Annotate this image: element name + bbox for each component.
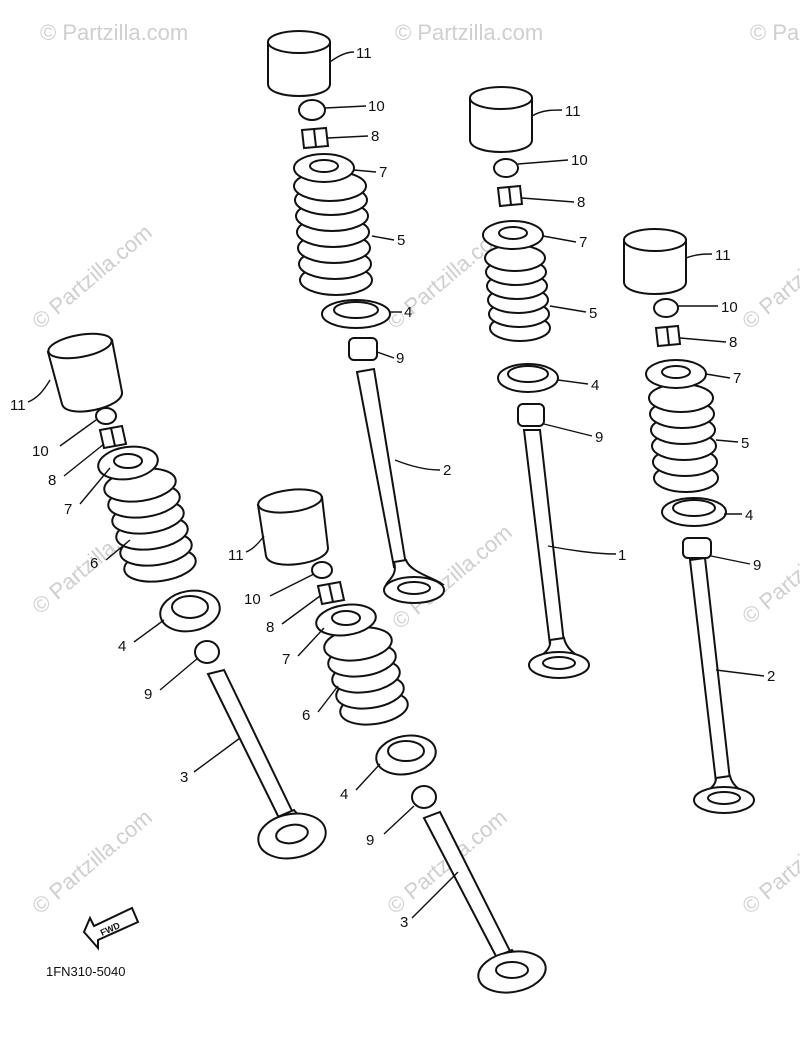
watermark: © Partzilla.com <box>737 804 800 918</box>
spring-retainer <box>293 153 355 183</box>
callout-8: 8 <box>266 619 274 636</box>
callout-4: 4 <box>340 786 348 803</box>
callout-7: 7 <box>64 501 72 518</box>
watermark: © Partzilla.com <box>737 514 800 628</box>
callout-1: 1 <box>618 547 626 564</box>
callout-7: 7 <box>579 234 587 251</box>
callout-8: 8 <box>371 128 379 145</box>
callout-8: 8 <box>729 334 737 351</box>
valve-head-face <box>528 651 590 679</box>
valve-shim <box>95 407 117 425</box>
callout-5: 5 <box>397 232 405 249</box>
callout-4: 4 <box>404 304 412 321</box>
valve-spring <box>293 170 373 296</box>
callout-9: 9 <box>595 429 603 446</box>
valve-stem <box>355 367 408 569</box>
valve-assembly-b <box>469 86 590 679</box>
callout-6: 6 <box>302 707 310 724</box>
callout-11: 11 <box>715 247 731 264</box>
valve-shim <box>493 158 519 178</box>
leader-lines <box>27 51 765 919</box>
valve-assembly-c <box>623 228 755 814</box>
watermark: © Partzilla.com <box>27 219 157 333</box>
valve-stem-seal <box>517 403 545 427</box>
watermark: © Partzilla.com <box>27 804 157 918</box>
callout-7: 7 <box>379 164 387 181</box>
callout-6: 6 <box>90 555 98 572</box>
callout-7: 7 <box>733 370 741 387</box>
valve-assembly-e <box>256 488 547 994</box>
callout-10: 10 <box>244 591 261 608</box>
valve-head-face <box>477 950 547 994</box>
callout-11: 11 <box>10 397 26 414</box>
valve-spring <box>648 383 719 493</box>
callouts: 11 10 8 7 5 4 9 2 11 10 8 7 5 4 9 1 11 1… <box>10 45 775 931</box>
valve-stem <box>522 429 566 647</box>
valve-stem-seal <box>348 337 378 361</box>
callout-9: 9 <box>144 686 152 703</box>
callout-10: 10 <box>32 443 49 460</box>
spring-retainer <box>645 359 707 389</box>
valve-head-face <box>257 812 327 860</box>
callout-4: 4 <box>745 507 753 524</box>
valve-lifter <box>46 332 123 413</box>
spring-retainer <box>482 220 544 250</box>
callout-10: 10 <box>721 299 738 316</box>
valve-lifter <box>469 86 533 153</box>
valve-head-face <box>693 786 755 814</box>
callout-10: 10 <box>368 98 385 115</box>
callout-3: 3 <box>400 914 408 931</box>
figure-code: 1FN310-5040 <box>46 964 126 979</box>
callout-2: 2 <box>443 462 451 479</box>
callout-7: 7 <box>282 651 290 668</box>
callout-9: 9 <box>753 557 761 574</box>
valve-lifter <box>623 228 687 295</box>
callout-5: 5 <box>741 435 749 452</box>
valve-stem-seal <box>194 640 220 664</box>
valve-assembly-a <box>267 30 445 604</box>
watermark: © Partzilla.com <box>40 20 188 45</box>
spring-seat <box>661 497 727 527</box>
valve-shim <box>298 99 326 121</box>
valve-stem <box>206 668 296 822</box>
callout-11: 11 <box>565 103 581 120</box>
valve-stem <box>688 556 732 784</box>
callout-11: 11 <box>356 45 372 62</box>
spring-retainer <box>97 445 159 481</box>
fwd-arrow-icon: FWD <box>82 906 140 951</box>
callout-4: 4 <box>118 638 126 655</box>
spring-seat <box>375 734 437 776</box>
spring-seat <box>159 589 221 633</box>
callout-4: 4 <box>591 377 599 394</box>
spring-retainer <box>315 603 377 637</box>
valve-spring <box>484 244 551 342</box>
callout-8: 8 <box>577 194 585 211</box>
valve-assembly-d <box>46 332 327 860</box>
callout-9: 9 <box>366 832 374 849</box>
valve-spring <box>323 626 409 726</box>
valve-head-face <box>383 576 445 604</box>
callout-10: 10 <box>571 152 588 169</box>
valve-stem-seal <box>411 785 437 809</box>
callout-2: 2 <box>767 668 775 685</box>
valve-spring <box>103 467 197 583</box>
callout-3: 3 <box>180 769 188 786</box>
callout-8: 8 <box>48 472 56 489</box>
valve-shim <box>653 298 679 318</box>
callout-5: 5 <box>589 305 597 322</box>
watermark: © Partzilla.com <box>395 20 543 45</box>
valve-stem-seal <box>682 537 712 559</box>
spring-seat <box>321 299 391 329</box>
valve-shim <box>311 561 333 579</box>
valve-lifter <box>267 30 331 97</box>
callout-9: 9 <box>396 350 404 367</box>
callout-11: 11 <box>228 547 244 564</box>
spring-seat <box>497 363 559 393</box>
watermark: © Partzilla.com <box>750 20 800 45</box>
watermark: © Partzilla.com <box>737 219 800 333</box>
valve-lifter <box>256 488 330 566</box>
